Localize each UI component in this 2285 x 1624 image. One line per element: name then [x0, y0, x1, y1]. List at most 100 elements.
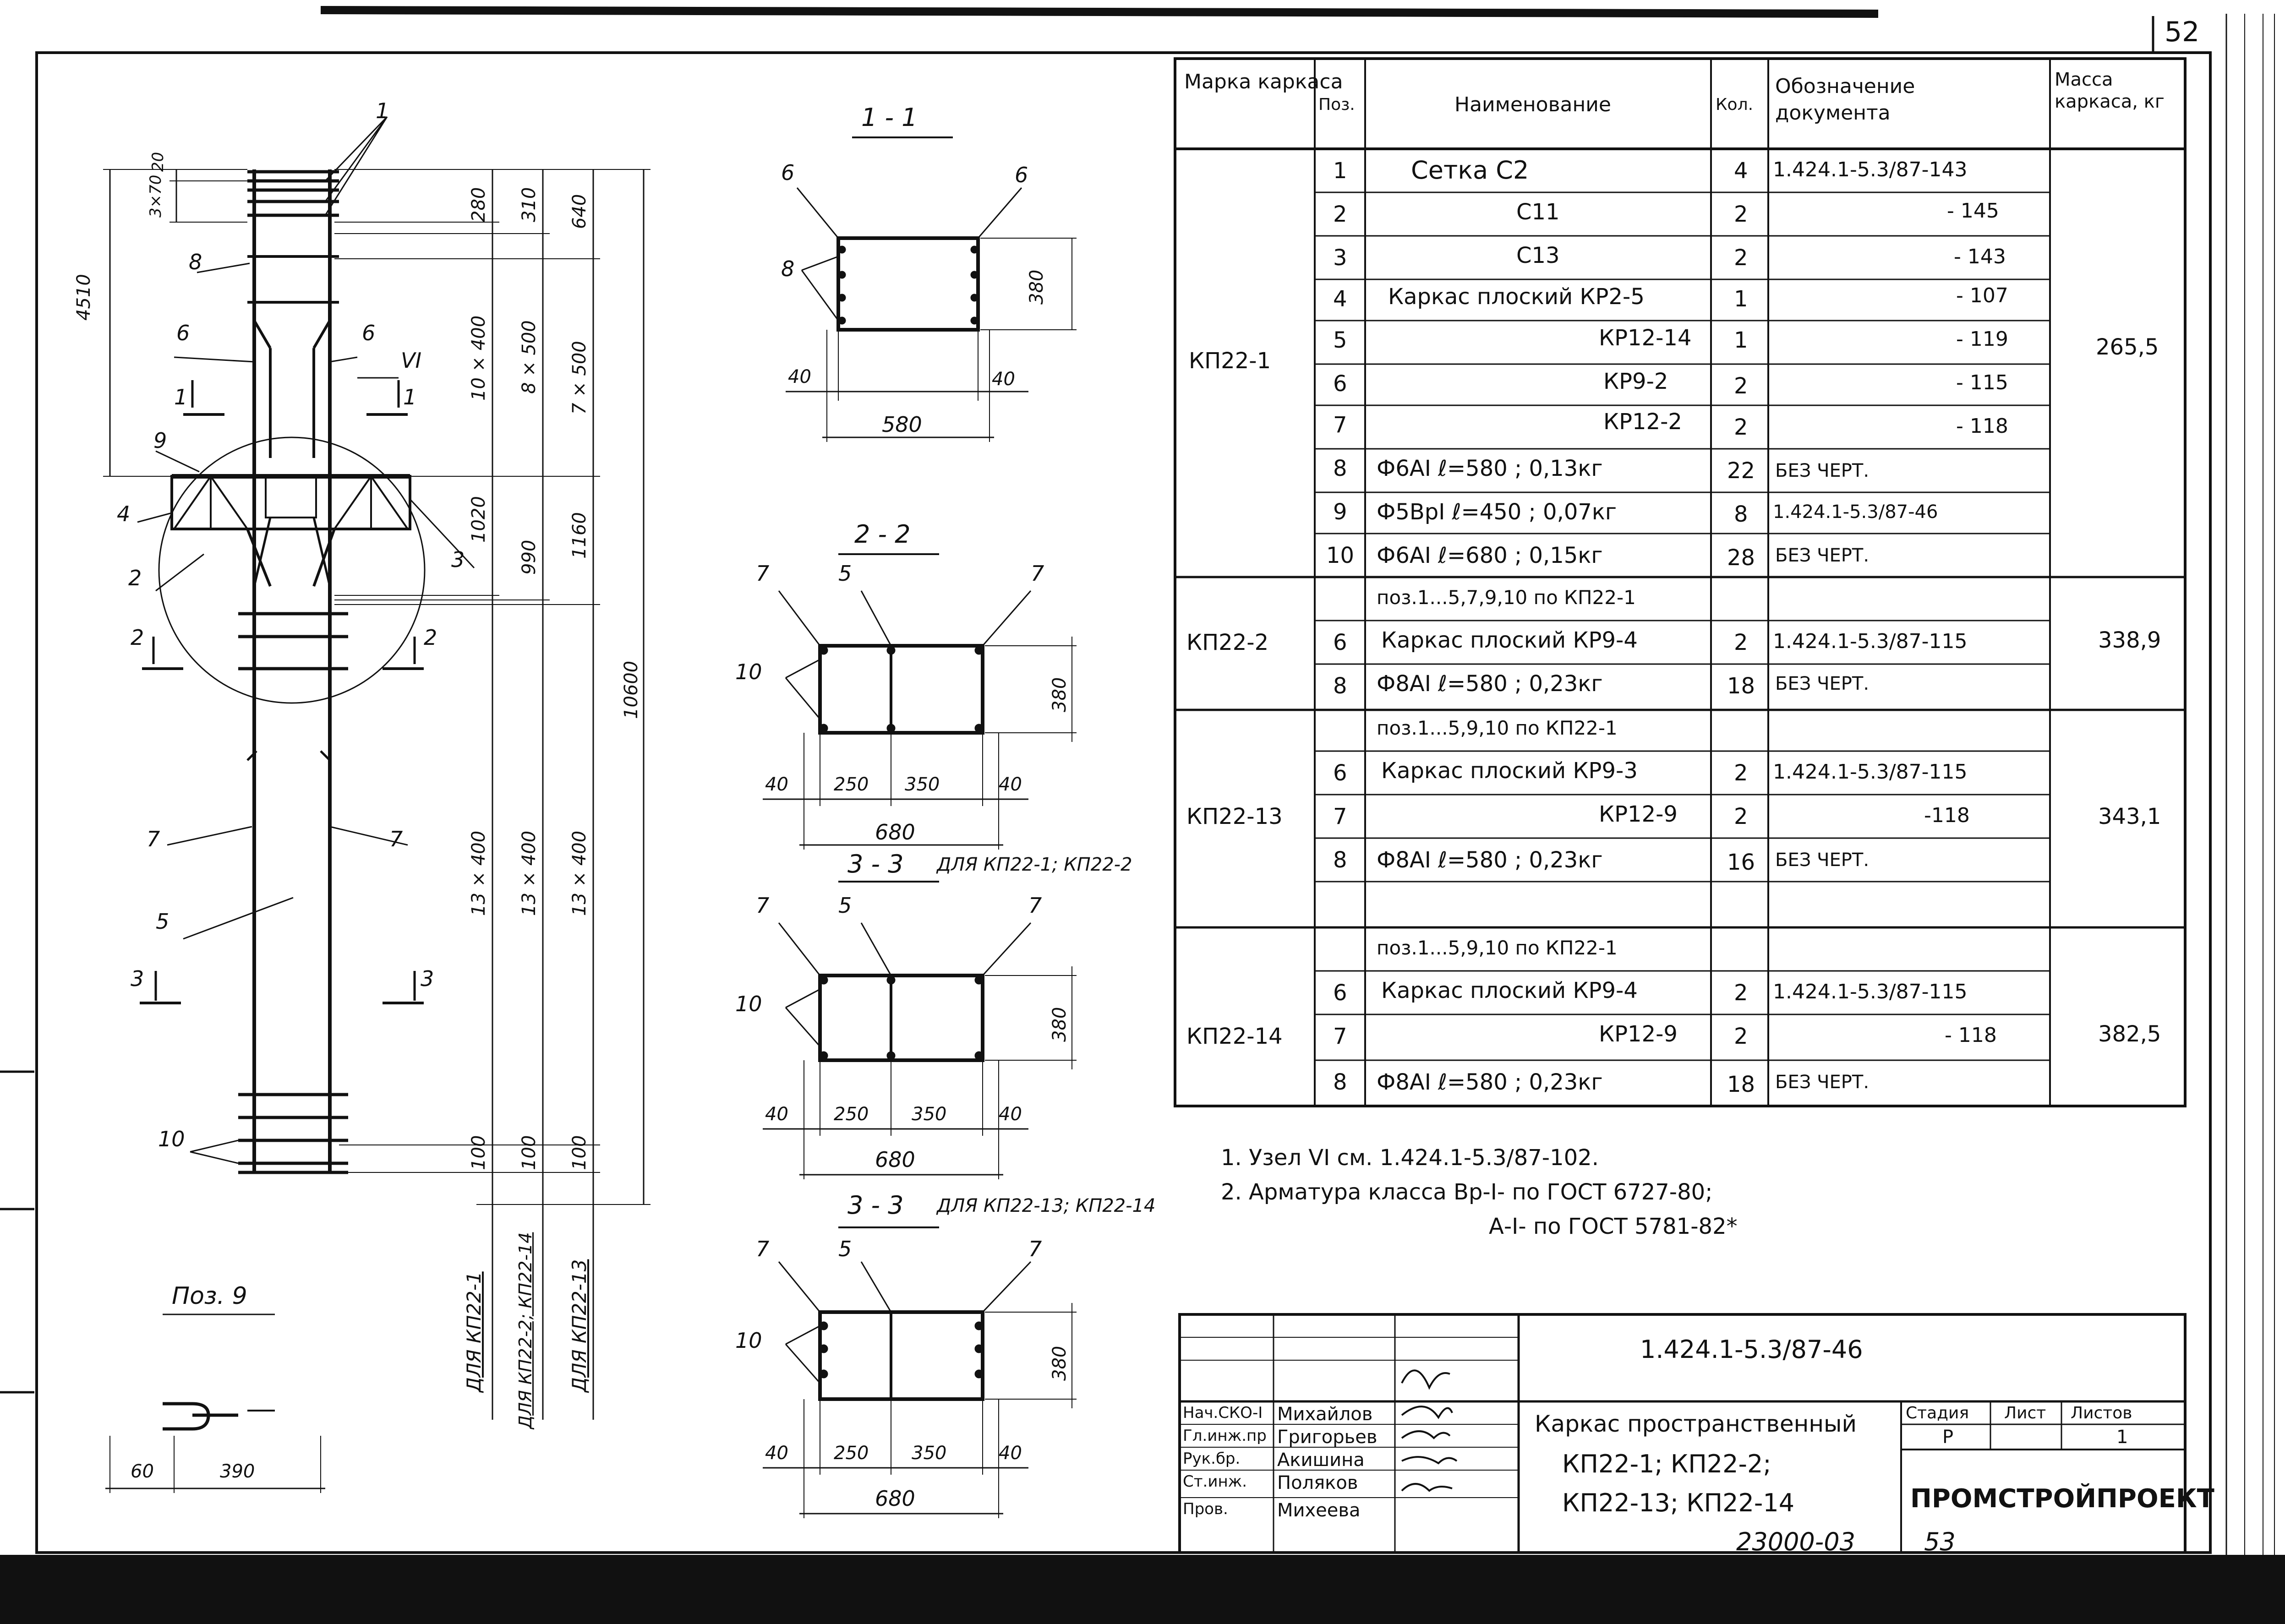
row-qty: 2 — [1734, 373, 1748, 399]
row-pos: 6 — [1333, 760, 1347, 786]
row-qty: 18 — [1727, 1072, 1755, 1097]
stage-label: Стадия — [1906, 1404, 1969, 1422]
row-name: поз.1...5,9,10 по КП22-1 — [1377, 937, 1618, 959]
row-pos: 6 — [1333, 630, 1347, 655]
row-name: Ф5ВрI ℓ=450 ; 0,07кг — [1377, 499, 1617, 525]
row-doc: - 145 — [1947, 199, 1999, 223]
row-doc: - 107 — [1956, 284, 2008, 307]
section-dim: 40 — [999, 774, 1022, 795]
row-pos: 8 — [1333, 847, 1347, 873]
pos-label: 3 — [451, 547, 465, 572]
section-label: 6 — [781, 160, 795, 185]
section-title: 3 - 3 — [847, 1191, 904, 1220]
pos9-dim: 390 — [220, 1461, 255, 1482]
section-dim: 580 — [882, 412, 922, 437]
row-pos: 7 — [1333, 412, 1347, 438]
row-name: Каркас плоский КР2-5 — [1388, 284, 1645, 310]
row-pos: 3 — [1333, 245, 1347, 271]
role: Гл.инж.пр — [1183, 1427, 1267, 1445]
section-title: 1 - 1 — [861, 103, 918, 132]
section-label: 10 — [735, 659, 762, 684]
row-qty: 4 — [1734, 158, 1748, 184]
node-label: VI — [401, 348, 422, 373]
row-name: С13 — [1516, 243, 1560, 268]
section-label: 7 — [1028, 893, 1042, 918]
section-dim: 680 — [875, 820, 915, 845]
section-mark: 2 — [131, 625, 144, 650]
person-name: Михеева — [1277, 1500, 1361, 1521]
section-label: 10 — [735, 1328, 762, 1353]
pos-label: 4 — [117, 501, 131, 526]
row-name: Ф8АI ℓ=580 ; 0,23кг — [1377, 847, 1603, 873]
section-mark: 3 — [131, 966, 144, 991]
group-mark: КП22-2 — [1186, 630, 1269, 655]
section-subtitle: ДЛЯ КП22-1; КП22-2 — [937, 854, 1132, 875]
row-pos: 7 — [1333, 1024, 1347, 1049]
section-dim: 40 — [999, 1443, 1022, 1464]
section-label: 5 — [838, 561, 852, 586]
section-dim: 350 — [912, 1104, 947, 1125]
row-pos: 7 — [1333, 804, 1347, 829]
role: Ст.инж. — [1183, 1472, 1247, 1491]
pos-label: 10 — [158, 1127, 185, 1151]
section-dim: 680 — [875, 1486, 915, 1511]
row-qty: 2 — [1734, 630, 1748, 655]
row-doc: БЕЗ ЧЕРТ. — [1775, 850, 1870, 871]
row-name: КР12-2 — [1603, 409, 1682, 435]
row-doc: - 143 — [1954, 245, 2006, 268]
pos9-title: Поз. 9 — [172, 1282, 247, 1310]
section-label: 7 — [756, 561, 770, 586]
row-name: Каркас плоский КР9-4 — [1381, 627, 1638, 653]
section-dim: 40 — [765, 1104, 788, 1125]
section-label: 7 — [1028, 1237, 1042, 1261]
pos-label: 7 — [147, 827, 160, 851]
row-doc: 1.424.1-5.3/87-46 — [1773, 501, 1938, 523]
row-name: Ф8АI ℓ=580 ; 0,23кг — [1377, 671, 1603, 697]
section-dim: 350 — [912, 1443, 947, 1464]
section-dim: 350 — [905, 774, 940, 795]
group-mark: КП22-14 — [1186, 1024, 1283, 1049]
row-doc: БЕЗ ЧЕРТ. — [1775, 545, 1870, 566]
sheet-number: 52 — [2165, 16, 2200, 48]
sheets-label: Листов — [2071, 1404, 2132, 1422]
page-number: 53 — [1924, 1527, 1956, 1556]
group-mass: 265,5 — [2096, 334, 2159, 360]
section-dim: 250 — [834, 774, 869, 795]
section-dim: 40 — [788, 366, 811, 387]
group-mark: КП22-1 — [1189, 348, 1271, 374]
row-doc: - 115 — [1956, 371, 2008, 394]
section-dim: 250 — [834, 1443, 869, 1464]
row-qty: 2 — [1734, 980, 1748, 1006]
row-name: поз.1...5,9,10 по КП22-1 — [1377, 717, 1618, 739]
row-pos: 10 — [1326, 543, 1355, 568]
section-label: 5 — [838, 1237, 852, 1261]
section-label: 6 — [1015, 163, 1028, 187]
row-doc: 1.424.1-5.3/87-115 — [1773, 760, 1968, 784]
row-doc: БЕЗ ЧЕРТ. — [1775, 1072, 1870, 1093]
row-name: Каркас плоский КР9-3 — [1381, 758, 1638, 784]
row-name: Каркас плоский КР9-4 — [1381, 978, 1638, 1003]
row-qty: 22 — [1727, 458, 1755, 484]
row-qty: 2 — [1734, 245, 1748, 271]
row-name: Ф6АI ℓ=580 ; 0,13кг — [1377, 456, 1603, 481]
header-name: Наименование — [1454, 93, 1611, 116]
person-name: Акишина — [1277, 1450, 1365, 1471]
row-doc: БЕЗ ЧЕРТ. — [1775, 673, 1870, 694]
note-3: А-I- по ГОСТ 5781-82* — [1489, 1214, 1738, 1239]
row-qty: 2 — [1734, 804, 1748, 829]
header-mass: Масса каркаса, кг — [2055, 69, 2165, 112]
row-qty: 2 — [1734, 414, 1748, 440]
section-dim: 40 — [765, 774, 788, 795]
row-pos: 8 — [1333, 673, 1347, 699]
group-mark: КП22-13 — [1186, 804, 1283, 829]
section-label: 8 — [781, 256, 795, 281]
row-doc: -118 — [1924, 804, 1970, 827]
group-mass: 338,9 — [2098, 627, 2161, 653]
row-name: КР12-14 — [1599, 325, 1692, 351]
section-label: 7 — [756, 1237, 770, 1261]
